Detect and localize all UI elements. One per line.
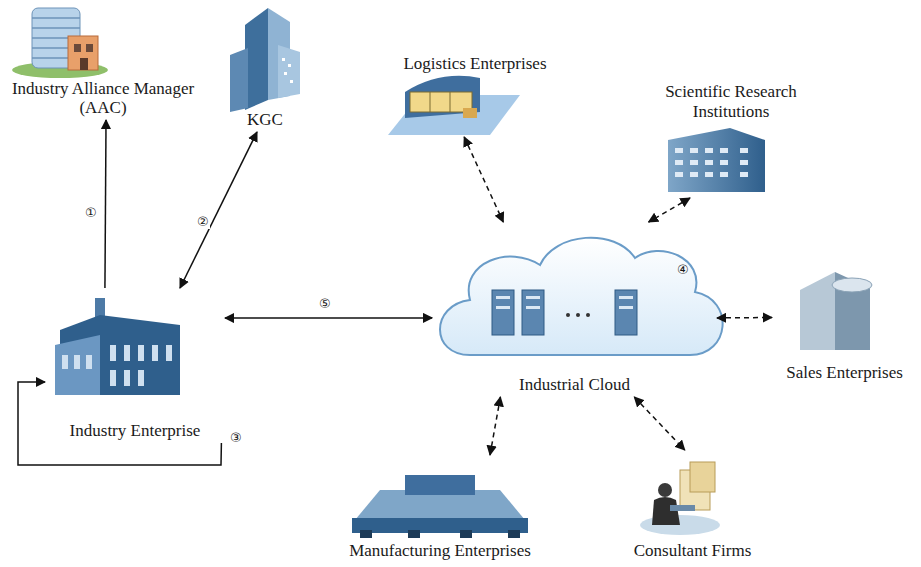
flow-arrow — [18, 382, 221, 465]
callout-number: ③ — [229, 430, 243, 445]
node-label: Industry Alliance Manager (AAC) — [4, 79, 202, 118]
callout-number: ④ — [676, 262, 690, 277]
dashed-link — [464, 137, 503, 222]
flow-arrow — [105, 120, 106, 288]
callout-number: ① — [84, 205, 98, 220]
dashed-link — [634, 397, 684, 450]
kgc-node: KGC — [225, 2, 305, 132]
cloud-node: Industrial Cloud — [432, 222, 717, 397]
consultant-node: Consultant Firms — [615, 450, 770, 563]
dashed-link — [649, 198, 690, 222]
flow-arrow — [225, 317, 432, 319]
manufacturing-factory — [352, 475, 528, 538]
manufacturing-node: Manufacturing Enterprises — [340, 455, 540, 563]
logistics-node: Logistics Enterprises — [385, 52, 565, 137]
callout-number: ② — [196, 214, 210, 229]
node-label: Industry Enterprise — [70, 421, 201, 441]
node-label: KGC — [247, 110, 283, 130]
kgc-building — [230, 8, 300, 112]
node-label: Manufacturing Enterprises — [349, 541, 531, 561]
industrial-cloud-shape — [440, 238, 723, 355]
node-label: Logistics Enterprises — [403, 54, 546, 74]
node-label: Consultant Firms — [634, 541, 752, 561]
node-label: Scientific Research Institutions — [657, 82, 805, 121]
dashed-link — [490, 397, 500, 455]
research-node: Scientific Research Institutions — [655, 80, 807, 198]
node-label: Industrial Cloud — [519, 375, 630, 395]
node-label: Sales Enterprises — [786, 363, 903, 383]
industry-enterprise-building — [55, 298, 180, 395]
logistics-warehouse — [388, 76, 520, 135]
enterprise-node: Industry Enterprise — [45, 288, 225, 443]
aac-building — [12, 8, 108, 78]
server-racks — [492, 290, 637, 335]
callout-number: ⑤ — [318, 296, 332, 311]
consultant-figure — [640, 462, 720, 535]
flow-arrow — [180, 132, 257, 288]
sales-node: Sales Enterprises — [772, 250, 917, 385]
alliance-manager-node: Industry Alliance Manager (AAC) — [2, 0, 204, 120]
research-building — [668, 128, 765, 192]
sales-tower — [800, 272, 872, 350]
dashed-link — [717, 317, 772, 319]
